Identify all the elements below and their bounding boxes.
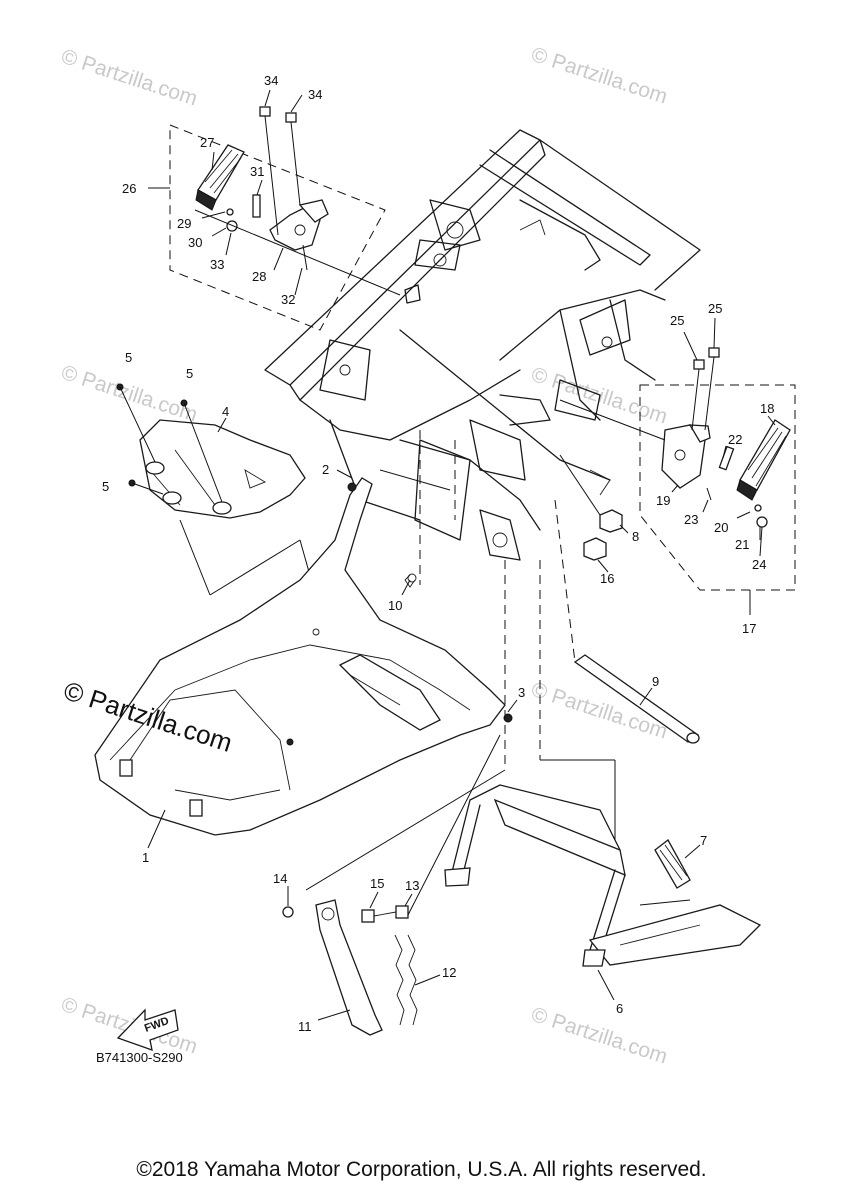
- callout-5-mid: 5: [186, 366, 193, 381]
- callout-4: 4: [222, 404, 229, 419]
- parts-diagram: © Partzilla.com © Partzilla.com © Partzi…: [58, 43, 796, 1069]
- diagram-code: B741300-S290: [96, 1050, 183, 1065]
- under-cover-1-drawing: [94, 477, 513, 836]
- callout-17: 17: [742, 621, 756, 636]
- callout-34-left: 34: [264, 73, 278, 88]
- callout-30: 30: [188, 235, 202, 250]
- callout-18: 18: [760, 401, 774, 416]
- fwd-arrow: FWD: [116, 1008, 179, 1051]
- callout-25-left: 25: [670, 313, 684, 328]
- callout-23: 23: [684, 512, 698, 527]
- callout-25-right: 25: [708, 301, 722, 316]
- callout-31: 31: [250, 164, 264, 179]
- side-stand-11-drawing: [282, 734, 506, 1036]
- callout-9: 9: [652, 674, 659, 689]
- callout-20: 20: [714, 520, 728, 535]
- callout-21: 21: [735, 537, 749, 552]
- callout-14: 14: [273, 871, 287, 886]
- right-footrest-group: [559, 347, 796, 615]
- callout-10: 10: [388, 598, 402, 613]
- callout-1: 1: [142, 850, 149, 865]
- callout-2: 2: [322, 462, 329, 477]
- callout-29: 29: [177, 216, 191, 231]
- callout-5-top: 5: [125, 350, 132, 365]
- callout-24: 24: [752, 557, 766, 572]
- callout-leaders: [147, 89, 776, 1021]
- callout-28: 28: [252, 269, 266, 284]
- assembly-guide-lines: [379, 430, 616, 840]
- callout-6: 6: [616, 1001, 623, 1016]
- watermark-faint-2: © Partzilla.com: [528, 43, 670, 109]
- callout-labels: 1 2 3 4 5 5 5 6 7 8 9 10 11 12 13 14 15 …: [102, 73, 774, 1034]
- callout-12: 12: [442, 965, 456, 980]
- callout-3: 3: [518, 685, 525, 700]
- callout-15: 15: [370, 876, 384, 891]
- main-stand-6-drawing: [444, 784, 762, 967]
- copyright-notice: ©2018 Yamaha Motor Corporation, U.S.A. A…: [136, 1158, 707, 1181]
- callout-33: 33: [210, 257, 224, 272]
- callout-5-left: 5: [102, 479, 109, 494]
- left-footrest-group: [148, 106, 401, 331]
- collars-drawing: [559, 454, 623, 561]
- callout-13: 13: [405, 878, 419, 893]
- callout-16: 16: [600, 571, 614, 586]
- callout-34-right: 34: [308, 87, 322, 102]
- watermark-faint-1: © Partzilla.com: [58, 45, 200, 111]
- callout-22: 22: [728, 432, 742, 447]
- callout-8: 8: [632, 529, 639, 544]
- callout-26: 26: [122, 181, 136, 196]
- callout-11: 11: [298, 1019, 312, 1034]
- callout-27: 27: [200, 135, 214, 150]
- callout-7: 7: [700, 833, 707, 848]
- watermark-faint-7: © Partzilla.com: [528, 1003, 670, 1069]
- callout-19: 19: [656, 493, 670, 508]
- shaft-9-drawing: [554, 499, 700, 744]
- watermark-faint-3: © Partzilla.com: [58, 361, 200, 427]
- frame-drawing: [264, 129, 701, 561]
- callout-32: 32: [281, 292, 295, 307]
